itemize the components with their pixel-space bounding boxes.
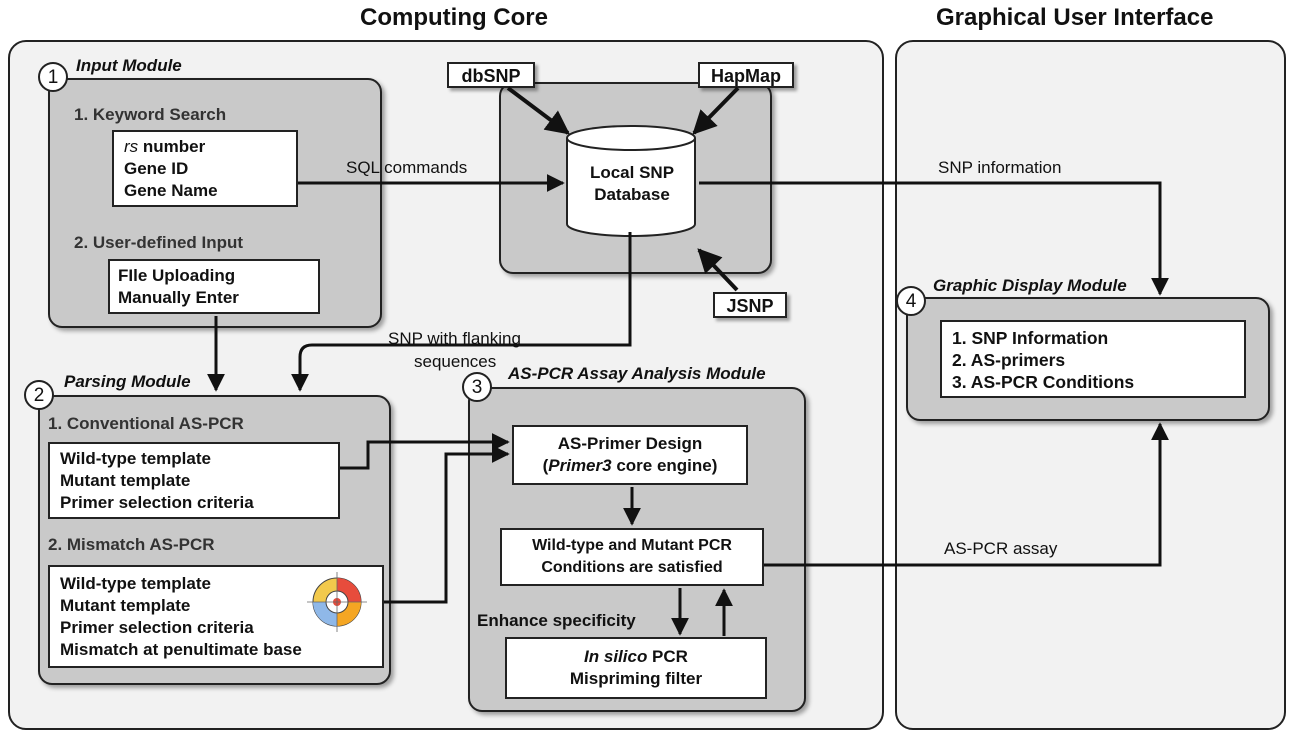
display-item-conditions: 3. AS-PCR Conditions (952, 372, 1135, 392)
hapmap-arrow (692, 86, 740, 135)
user-defined-input-label: 2. User-defined Input (74, 233, 244, 252)
parsing-module-title: Parsing Module (64, 372, 191, 391)
db-to-parsing-arrow (291, 232, 632, 392)
user-defined-box: FIle Uploading Manually Enter (108, 259, 320, 314)
display-item-snp-info: 1. SNP Information (952, 328, 1109, 348)
parsing-module-number: 2 (24, 380, 54, 410)
primer-design-line2: (Primer3 core engine) (542, 456, 718, 475)
gene-name-text: Gene Name (124, 181, 218, 200)
primer-wheel-icon (307, 572, 367, 632)
conditions-line1: Wild-type and Mutant PCR (532, 537, 732, 554)
database-cylinder-icon (566, 125, 696, 237)
conventional-item-criteria: Primer selection criteria (60, 493, 254, 512)
conventional-to-design-arrow (340, 433, 510, 470)
database-label-line2: Database (594, 185, 670, 204)
display-module-number: 4 (896, 286, 926, 316)
computing-core-heading: Computing Core (360, 4, 548, 31)
gene-id-text: Gene ID (124, 159, 189, 178)
primer-design-line1: AS-Primer Design (557, 434, 703, 453)
mismatch-item-criteria: Primer selection criteria (60, 618, 254, 637)
input-module-number: 1 (38, 62, 68, 92)
number-text: number (138, 137, 206, 156)
hapmap-source: HapMap (698, 62, 794, 88)
analysis-module-number: 3 (462, 372, 492, 402)
keyword-search-label: 1. Keyword Search (74, 105, 227, 124)
sql-commands-label: SQL commands (346, 158, 468, 177)
conditions-line2: Conditions are satisfied (541, 559, 723, 576)
primer-design-box: AS-Primer Design (Primer3 core engine) (512, 425, 748, 485)
mismatch-item-mutant: Mutant template (60, 596, 191, 615)
snp-information-label: SNP information (938, 158, 1062, 177)
core-engine-text: core engine) (611, 456, 718, 475)
mismatch-aspcr-label: 2. Mismatch AS-PCR (48, 535, 215, 554)
conventional-item-mutant: Mutant template (60, 471, 191, 490)
conventional-aspcr-label: 1. Conventional AS-PCR (48, 414, 244, 433)
jsnp-source: JSNP (713, 292, 787, 318)
dbsnp-source: dbSNP (447, 62, 535, 88)
file-uploading-text: FIle Uploading (118, 266, 236, 285)
analysis-module-title: AS-PCR Assay Analysis Module (508, 364, 766, 383)
dbsnp-arrow (506, 86, 570, 135)
database-label-line1: Local SNP (589, 163, 675, 182)
mismatch-item-penultimate: Mismatch at penultimate base (60, 640, 302, 659)
insilico-line1: In silico PCR (507, 646, 765, 668)
rs-text: rs (124, 137, 139, 156)
manually-enter-text: Manually Enter (118, 288, 239, 307)
keyword-search-box: rs number Gene ID Gene Name (112, 130, 298, 207)
gui-heading: Graphical User Interface (936, 4, 1214, 31)
display-box: 1. SNP Information 2. AS-primers 3. AS-P… (940, 320, 1246, 398)
snp-info-arrow (699, 181, 1169, 296)
conditions-box: Wild-type and Mutant PCR Conditions are … (500, 528, 764, 586)
insilico-box: In silico PCR Mispriming filter (505, 637, 767, 699)
enhance-specificity-label: Enhance specificity (477, 611, 636, 630)
input-module-title: Input Module (76, 56, 182, 75)
aspcr-assay-label: AS-PCR assay (944, 539, 1058, 558)
jsnp-arrow (697, 248, 739, 292)
mismatch-item-wildtype: Wild-type template (60, 574, 211, 593)
snp-flanking-label: SNP with flanking (388, 329, 521, 348)
insilico-italic: In silico (584, 647, 648, 666)
sequences-label: sequences (414, 352, 497, 371)
display-item-primers: 2. AS-primers (952, 350, 1066, 370)
display-module-title: Graphic Display Module (933, 276, 1127, 295)
conventional-item-wildtype: Wild-type template (60, 449, 211, 468)
mispriming-text: Mispriming filter (569, 669, 703, 688)
conventional-box: Wild-type template Mutant template Prime… (48, 442, 340, 519)
assay-arrow (764, 422, 1169, 567)
insilico-pcr: PCR (647, 647, 688, 666)
rs-number-line: rs number (124, 136, 296, 158)
database-label: Local SNP Database (565, 162, 699, 206)
mismatch-to-design-arrow (384, 445, 510, 604)
primer3-text: Primer3 (548, 456, 612, 475)
